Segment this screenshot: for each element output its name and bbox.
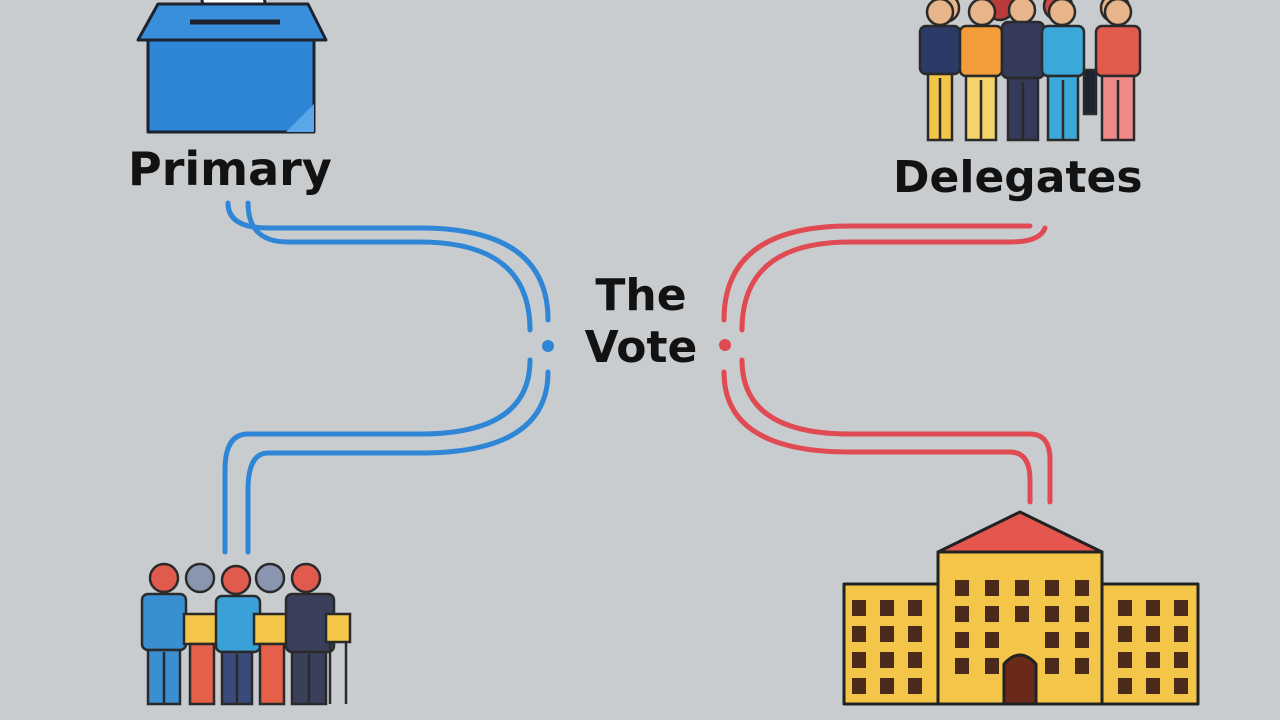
building-window [908, 652, 922, 668]
building-window [1045, 658, 1059, 674]
blue-path-lower-inner [222, 357, 533, 555]
building-window [1075, 632, 1089, 648]
building-window [955, 606, 969, 622]
primary-label: Primary [128, 142, 332, 196]
blue-path-outer [225, 200, 551, 323]
red-path-lower-outer [721, 369, 1033, 505]
building-window [985, 606, 999, 622]
building-window [1146, 678, 1160, 694]
crowd-icon [918, 0, 1142, 142]
building-window [880, 652, 894, 668]
red-path-outer [721, 223, 1033, 323]
building-window [852, 652, 866, 668]
the-vote-label-line2: Vote [584, 322, 698, 373]
building-window [1015, 580, 1029, 596]
building-window [908, 678, 922, 694]
the-vote-label-line1: The [595, 270, 687, 321]
delegates-label: Delegates [893, 152, 1143, 203]
building-window [1075, 580, 1089, 596]
building-window [1045, 632, 1059, 648]
voters-icon [140, 562, 352, 706]
red-connector [721, 223, 1053, 505]
building-window [1118, 652, 1132, 668]
building-window [880, 626, 894, 642]
building-window [908, 600, 922, 616]
building-window [852, 678, 866, 694]
building-window [985, 580, 999, 596]
building-window [1118, 626, 1132, 642]
building-window [955, 580, 969, 596]
building-window [1146, 626, 1160, 642]
building-window [1174, 600, 1188, 616]
building-window [955, 632, 969, 648]
building-window [1045, 606, 1059, 622]
building-window [1045, 580, 1059, 596]
building-window [852, 626, 866, 642]
blue-connector [222, 200, 551, 555]
blue-connector-dot [542, 340, 554, 352]
blue-path-lower-outer [245, 369, 551, 555]
building-window [1118, 678, 1132, 694]
building-window [908, 626, 922, 642]
building-window [985, 632, 999, 648]
building-window [955, 658, 969, 674]
the-vote-label: The Vote [574, 270, 708, 374]
building-window [852, 600, 866, 616]
red-connector-dot [719, 339, 731, 351]
building-window [1174, 652, 1188, 668]
red-path-inner [739, 225, 1048, 333]
building-windows [852, 580, 1188, 694]
red-path-lower-inner [739, 357, 1053, 505]
ballot-box-icon [136, 0, 328, 134]
building-window [880, 678, 894, 694]
building-window [1146, 652, 1160, 668]
building-window [1118, 600, 1132, 616]
building-window [1015, 606, 1029, 622]
building-window [1146, 600, 1160, 616]
building-window [880, 600, 894, 616]
building-window [1174, 678, 1188, 694]
blue-path-inner [245, 200, 533, 333]
building-window [1075, 658, 1089, 674]
building-window [1075, 606, 1089, 622]
building-window [1174, 626, 1188, 642]
building-window [985, 658, 999, 674]
